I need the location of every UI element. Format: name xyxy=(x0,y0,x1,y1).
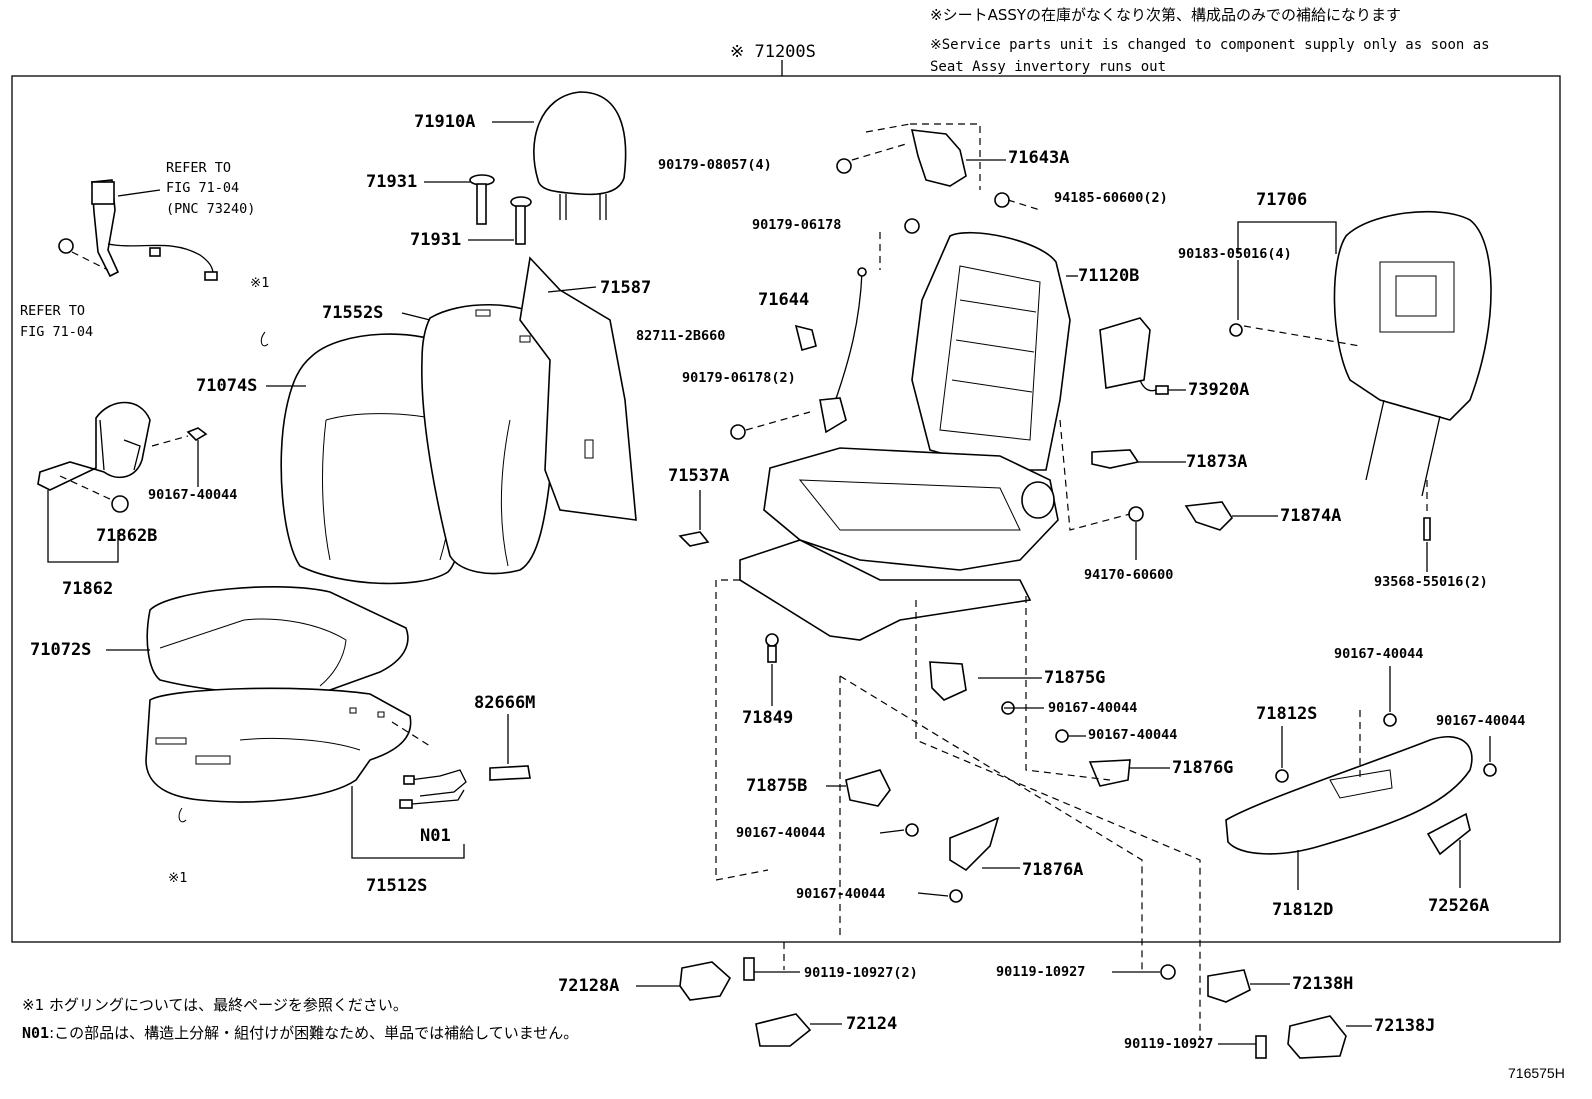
clip-shape xyxy=(489,714,531,781)
part-label: 90167-40044 xyxy=(1088,727,1178,743)
bracket-shape xyxy=(826,661,1170,872)
part-label: 90119-10927 xyxy=(1124,1036,1214,1052)
part-label: 72128A xyxy=(558,976,620,996)
part-label: 82711-2B660 xyxy=(636,328,726,344)
nut-shape xyxy=(730,158,1144,522)
refer-note-top-2: FIG 71-04 xyxy=(166,180,240,196)
headrest-support-shape xyxy=(424,174,532,245)
part-label: 72526A xyxy=(1428,896,1490,916)
part-label: 71862 xyxy=(62,579,114,599)
pad-shape xyxy=(678,531,710,547)
bolt-shape xyxy=(765,633,1497,903)
part-label: 71512S xyxy=(366,876,428,896)
part-label: 90167-40044 xyxy=(796,886,886,902)
part-label: 71849 xyxy=(742,708,794,728)
footnote-hog-ring: ※1 ホグリングについては、最終ページを参照ください。 xyxy=(22,996,408,1014)
part-label: 71931 xyxy=(366,172,418,192)
part-label: 71552S xyxy=(322,303,384,323)
part-label: 73920A xyxy=(1188,380,1250,400)
seat-back-board-shape xyxy=(519,256,637,521)
part-label: 90167-40044 xyxy=(736,825,826,841)
footnote-n01: N01:この部品は、構造上分解・組付けが困難なため、単品では補給していません。 xyxy=(22,1026,578,1041)
part-label: 71910A xyxy=(414,112,476,132)
hog-ring-marker: ※1 xyxy=(250,275,270,291)
part-label: 90167-40044 xyxy=(1334,646,1424,662)
part-label: 72138H xyxy=(1292,974,1354,994)
part-label: 90167-40044 xyxy=(148,487,238,503)
part-label: 71812S xyxy=(1256,704,1318,724)
assembly-label: ※ 71200S xyxy=(730,42,816,62)
part-label: 71537A xyxy=(668,466,730,486)
part-label: 71120B xyxy=(1078,266,1140,286)
part-label: 90167-40044 xyxy=(1048,700,1138,716)
assembly-frame xyxy=(11,75,1561,943)
part-label: 71587 xyxy=(600,278,652,298)
bracket-shape xyxy=(1184,501,1234,531)
part-label: 71876G xyxy=(1172,758,1234,778)
part-label: 90179-08057(4) xyxy=(658,157,772,173)
bracket-shape xyxy=(1091,449,1140,469)
part-label: 71874A xyxy=(1280,506,1342,526)
jp-notice: ※シートASSYの在庫がなくなり次第、構成品のみでの補給になります xyxy=(930,6,1402,24)
en-notice-line2: Seat Assy invertory runs out xyxy=(930,59,1167,75)
part-label: 71072S xyxy=(30,640,92,660)
part-label: 90183-05016(4) xyxy=(1178,246,1292,262)
part-label: 71812D xyxy=(1272,900,1334,920)
side-airbag-shape xyxy=(1099,317,1186,395)
part-label: 90119-10927 xyxy=(996,964,1086,980)
seat-frame-shape xyxy=(739,232,1078,641)
part-label: 94170-60600 xyxy=(1084,567,1174,583)
part-label: 71875B xyxy=(746,776,808,796)
part-label: 82666M xyxy=(474,693,536,713)
harness-shape xyxy=(399,769,467,809)
cover-shape xyxy=(636,957,1372,1059)
side-cover-shape xyxy=(1225,710,1473,890)
part-label: 72138J xyxy=(1374,1016,1436,1036)
en-notice-line1: ※Service parts unit is changed to compon… xyxy=(930,37,1490,53)
part-label: 71644 xyxy=(758,290,810,310)
refer-note-top-1: REFER TO xyxy=(166,160,232,176)
refer-note-bottom-2: FIG 71-04 xyxy=(20,324,94,340)
seat-belt-buckle-shape xyxy=(58,179,218,281)
headrest-shape xyxy=(492,91,627,220)
part-label: 71876A xyxy=(1022,860,1084,880)
part-label: 71931 xyxy=(410,230,462,250)
seat-back-pad-shape xyxy=(401,303,562,575)
part-label: 71706 xyxy=(1256,190,1308,210)
refer-note-top-3: (PNC 73240) xyxy=(166,201,256,217)
part-label: 93568-55016(2) xyxy=(1374,574,1488,590)
part-label: 71875G xyxy=(1044,668,1106,688)
knob-shape xyxy=(1426,812,1471,856)
side-shield-shape xyxy=(37,401,208,563)
part-label: 71643A xyxy=(1008,148,1070,168)
seat-back-board-right-shape xyxy=(1229,210,1492,572)
hog-ring-shape xyxy=(260,331,269,347)
part-label: 72124 xyxy=(846,1014,898,1034)
part-label: 90119-10927(2) xyxy=(804,965,918,981)
figure-code: 716575H xyxy=(1508,1065,1565,1081)
seat-cushion-pad-shape xyxy=(145,687,465,859)
seat-cushion-cover-shape xyxy=(106,586,409,695)
part-label: 71862B xyxy=(96,526,158,546)
part-label: 71074S xyxy=(196,376,258,396)
hog-ring-marker: ※1 xyxy=(168,870,188,886)
part-label: 90167-40044 xyxy=(1436,713,1526,729)
hog-ring-shape xyxy=(178,807,187,823)
part-label: 94185-60600(2) xyxy=(1054,190,1168,206)
part-label: 90179-06178(2) xyxy=(682,370,796,386)
cable-shape xyxy=(794,267,867,434)
part-label: 71873A xyxy=(1186,452,1248,472)
refer-note-bottom-1: REFER TO xyxy=(20,303,86,319)
part-label: N01 xyxy=(420,826,451,846)
footnote-n01-text: :この部品は、構造上分解・組付けが困難なため、単品では補給していません。 xyxy=(49,1024,579,1042)
part-label: 90179-06178 xyxy=(752,217,842,233)
bracket-shape xyxy=(910,129,1006,187)
footnote-n01-key: N01 xyxy=(22,1024,50,1042)
